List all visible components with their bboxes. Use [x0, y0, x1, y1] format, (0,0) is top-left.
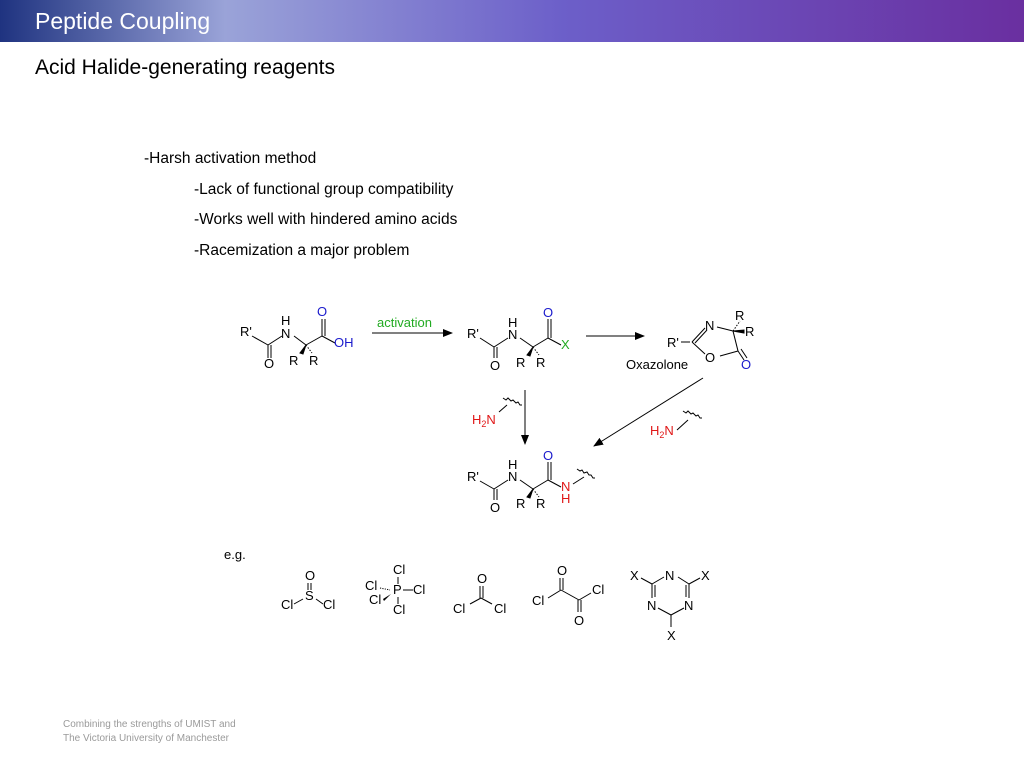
structure-acid [251, 319, 336, 358]
r-substituent-label: R [745, 324, 754, 339]
reagent-cyanuric-halide: X N X N N X [630, 568, 710, 643]
svg-text:X: X [701, 568, 710, 583]
r-substituent-label: R [516, 355, 525, 370]
structure-peptide-product [479, 462, 595, 500]
r-prime-label: R' [467, 326, 479, 341]
svg-text:O: O [557, 563, 567, 578]
nh-h-label: H [508, 315, 517, 330]
svg-text:N: N [647, 598, 656, 613]
bullet-racemization: -Racemization a major problem [194, 242, 410, 259]
svg-text:Cl: Cl [592, 582, 604, 597]
arrow-oxazolone-aminolysis [593, 377, 704, 447]
svg-text:P: P [393, 582, 402, 597]
title-bar [0, 0, 1024, 42]
bullet-functional-group: -Lack of functional group compatibility [194, 181, 454, 198]
svg-text:X: X [667, 628, 676, 643]
halide-x-label: X [561, 337, 570, 352]
svg-text:Cl: Cl [393, 562, 405, 577]
reagent-phosgene: O Cl Cl [453, 571, 506, 616]
svg-text:Cl: Cl [365, 578, 377, 593]
svg-text:Cl: Cl [532, 593, 544, 608]
r-substituent-label: R [516, 496, 525, 511]
r-prime-label: R' [667, 335, 679, 350]
nh-n-label: N [281, 326, 290, 341]
footer: Combining the strengths of UMIST and The… [63, 718, 236, 745]
nh-n-label: N [508, 469, 517, 484]
bullet-harsh-activation: -Harsh activation method [144, 150, 317, 167]
amide-o-label: O [264, 356, 274, 371]
svg-text:O: O [574, 613, 584, 628]
carbonyl-o-blue: O [543, 448, 553, 463]
footer-line: Combining the strengths of UMIST and [63, 719, 236, 730]
svg-text:Cl: Cl [281, 597, 293, 612]
structure-acid-halide [479, 319, 562, 358]
r-substituent-label: R [735, 308, 744, 323]
svg-text:N: N [665, 568, 674, 583]
slide-subtitle: Acid Halide-generating reagents [35, 56, 336, 79]
svg-text:Cl: Cl [323, 597, 335, 612]
reagent-oxalyl-chloride: O Cl Cl O [532, 563, 604, 628]
structure-oxazolone [681, 320, 748, 361]
r-prime-label: R' [467, 469, 479, 484]
svg-text:H2N: H2N [650, 423, 674, 440]
new-amide-h-label: H [561, 491, 570, 506]
svg-text:Cl: Cl [453, 601, 465, 616]
amide-o-label: O [490, 500, 500, 515]
svg-text:O: O [477, 571, 487, 586]
r-substituent-label: R [289, 353, 298, 368]
r-substituent-label: R [536, 496, 545, 511]
svg-text:Cl: Cl [413, 582, 425, 597]
nh-n-label: N [508, 327, 517, 342]
ring-n-label: N [705, 318, 714, 333]
svg-text:H2N: H2N [472, 412, 496, 429]
carbonyl-o-blue: O [543, 305, 553, 320]
r-prime-label: R' [240, 324, 252, 339]
carbonyl-o-blue: O [741, 357, 751, 372]
svg-text:N: N [684, 598, 693, 613]
svg-text:X: X [630, 568, 639, 583]
svg-text:S: S [305, 588, 314, 603]
carbonyl-o-blue: O [317, 304, 327, 319]
reagent-phosphorus-pentachloride: Cl P Cl Cl Cl Cl [365, 562, 425, 617]
oh-label: OH [334, 335, 354, 350]
svg-text:O: O [305, 568, 315, 583]
r-substituent-label: R [536, 355, 545, 370]
activation-label: activation [377, 315, 432, 330]
eg-label: e.g. [224, 547, 246, 562]
r-substituent-label: R [309, 353, 318, 368]
nh-h-label: H [281, 313, 290, 328]
ring-o-label: O [705, 350, 715, 365]
svg-text:Cl: Cl [393, 602, 405, 617]
footer-line: The Victoria University of Manchester [63, 732, 229, 744]
oxazolone-label: Oxazolone [626, 357, 688, 372]
new-amide-n-label: N [561, 479, 570, 494]
nh-h-label: H [508, 457, 517, 472]
svg-text:Cl: Cl [494, 601, 506, 616]
bullet-hindered-amino-acids: -Works well with hindered amino acids [194, 211, 458, 228]
amide-o-label: O [490, 358, 500, 373]
amine-reagent: H2N [650, 410, 702, 440]
svg-text:Cl: Cl [369, 592, 381, 607]
slide-title: Peptide Coupling [35, 8, 211, 34]
amine-reagent: H2N [472, 397, 522, 429]
reagent-thionyl-chloride: O S Cl Cl [281, 568, 335, 612]
